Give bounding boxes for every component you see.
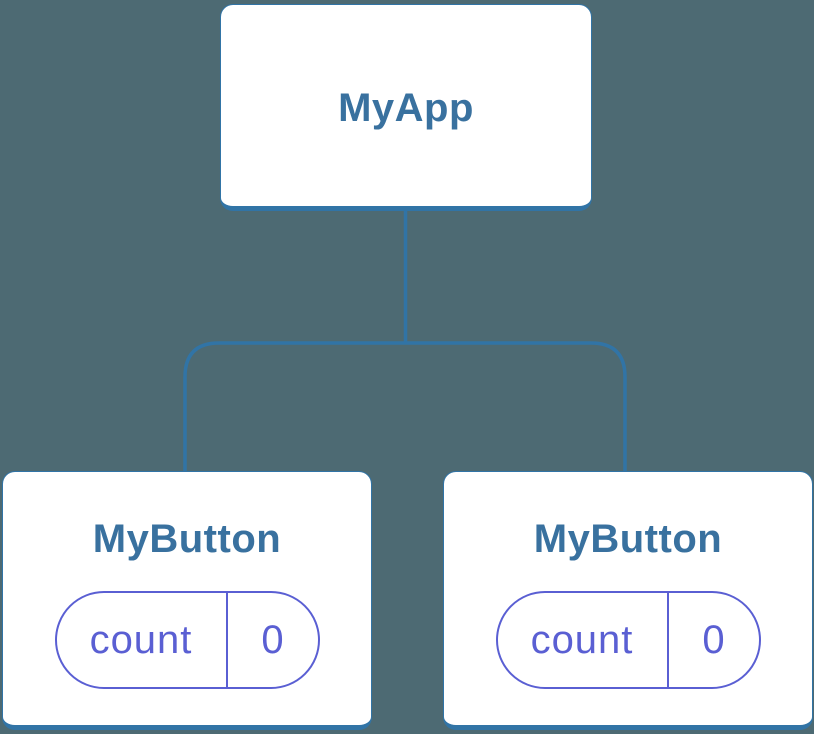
component-node-child-1: MyButton count 0 [2,471,372,730]
node-label: MyButton [533,517,723,561]
state-pill: count 0 [495,591,761,689]
state-value: 0 [261,617,284,662]
connector-branch [183,341,627,471]
component-node-root: MyApp [220,4,592,211]
node-label: MyButton [92,517,282,561]
state-pill: count 0 [54,591,320,689]
node-label: MyApp [338,85,474,130]
component-node-child-2: MyButton count 0 [443,471,813,730]
state-value: 0 [702,617,725,662]
state-key-label: count [57,593,228,687]
state-key-label: count [498,593,669,687]
